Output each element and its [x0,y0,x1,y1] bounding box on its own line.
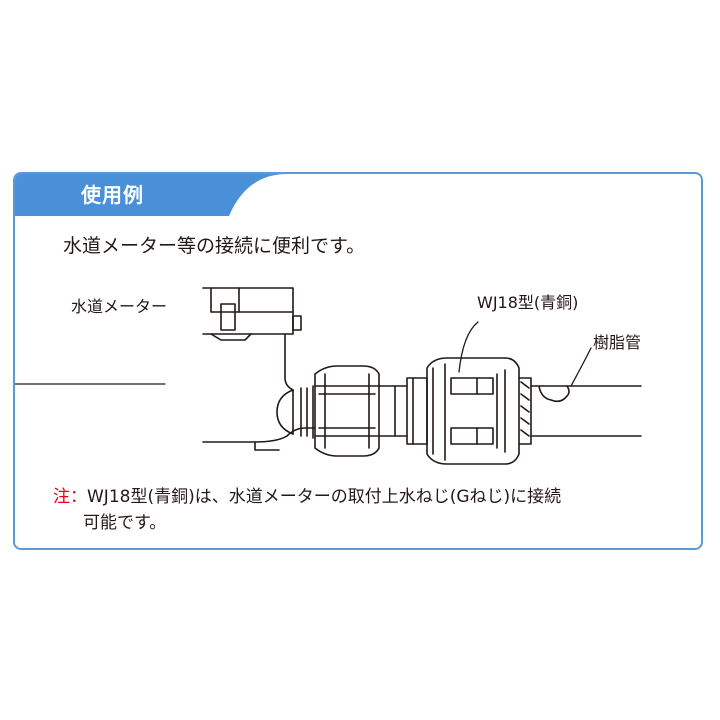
connector-pipe-drawing [378,377,428,445]
water-meter-label: 水道メーター [71,297,168,316]
connection-diagram [15,287,642,465]
wj18-fitting-drawing [426,357,532,465]
leader-lines [15,321,592,387]
panel-title: 使用例 [81,183,144,207]
resin-pipe-label: 樹脂管 [593,333,642,352]
usage-example-panel: 使用例 水道メーター等の接続に便利です。 [13,172,703,550]
union-nut-drawing [314,365,380,457]
meter-spigot-drawing [276,385,314,439]
note: 注：WJ18型(青銅)は、水道メーターの取付上水ねじ(Gねじ)に接続 可能です。 [53,484,561,536]
water-meter-drawing [202,287,316,451]
note-mark: 注： [53,487,87,507]
usage-example-tab: 使用例 [15,174,287,216]
resin-pipe-drawing [530,385,642,437]
tab-shape [15,174,287,216]
lead-text: 水道メーター等の接続に便利です。 [63,235,366,257]
note-line-1: WJ18型(青銅)は、水道メーターの取付上水ねじ(Gねじ)に接続 [87,487,562,507]
wj18-fitting-label: WJ18型(青銅) [477,293,579,312]
note-line-2: 可能です。 [83,513,167,533]
